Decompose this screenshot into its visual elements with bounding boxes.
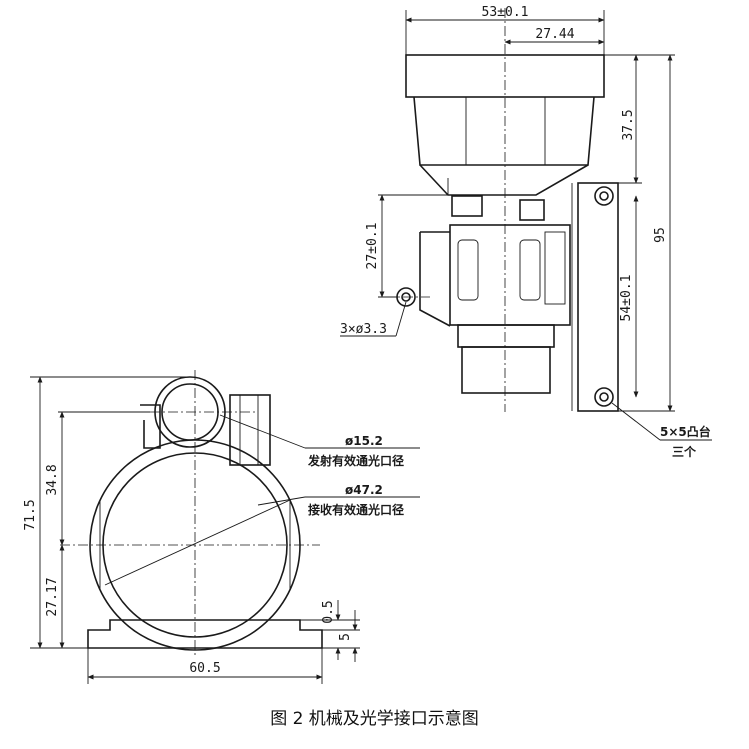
- dim-right-37: 37.5: [621, 109, 636, 140]
- dim-height-27: 27.17: [45, 577, 60, 616]
- dim-width-top: 53±0.1: [482, 5, 529, 20]
- dim-right-95: 95: [653, 227, 668, 243]
- dim-width-60: 60.5: [189, 661, 220, 676]
- dim-base-05: 0.5: [321, 600, 336, 623]
- dim-left-27: 27±0.1: [365, 223, 380, 270]
- note-boss: 5×5凸台: [660, 424, 711, 439]
- front-view: ø15.2 发射有效通光口径 ø47.2 接收有效通光口径 71.5 34.8 …: [23, 370, 420, 684]
- figure-caption: 图 2 机械及光学接口示意图: [270, 709, 479, 729]
- dim-height-71: 71.5: [23, 499, 38, 530]
- dim-base-5: 5: [338, 633, 353, 641]
- dim-right-54: 54±0.1: [619, 275, 634, 322]
- note-boss-count: 三个: [672, 444, 697, 459]
- d-rx: ø47.2: [345, 483, 383, 497]
- side-view: 53±0.1 27.44 37.5 95 54±0.1 27±0.1 3×ø3.…: [340, 5, 712, 459]
- d-tx: ø15.2: [345, 434, 383, 448]
- dim-height-34: 34.8: [45, 464, 60, 495]
- dim-holes: 3×ø3.3: [340, 322, 387, 337]
- dim-offset-top: 27.44: [535, 27, 574, 42]
- d-tx-label: 发射有效通光口径: [307, 453, 404, 468]
- d-rx-label: 接收有效通光口径: [308, 502, 404, 517]
